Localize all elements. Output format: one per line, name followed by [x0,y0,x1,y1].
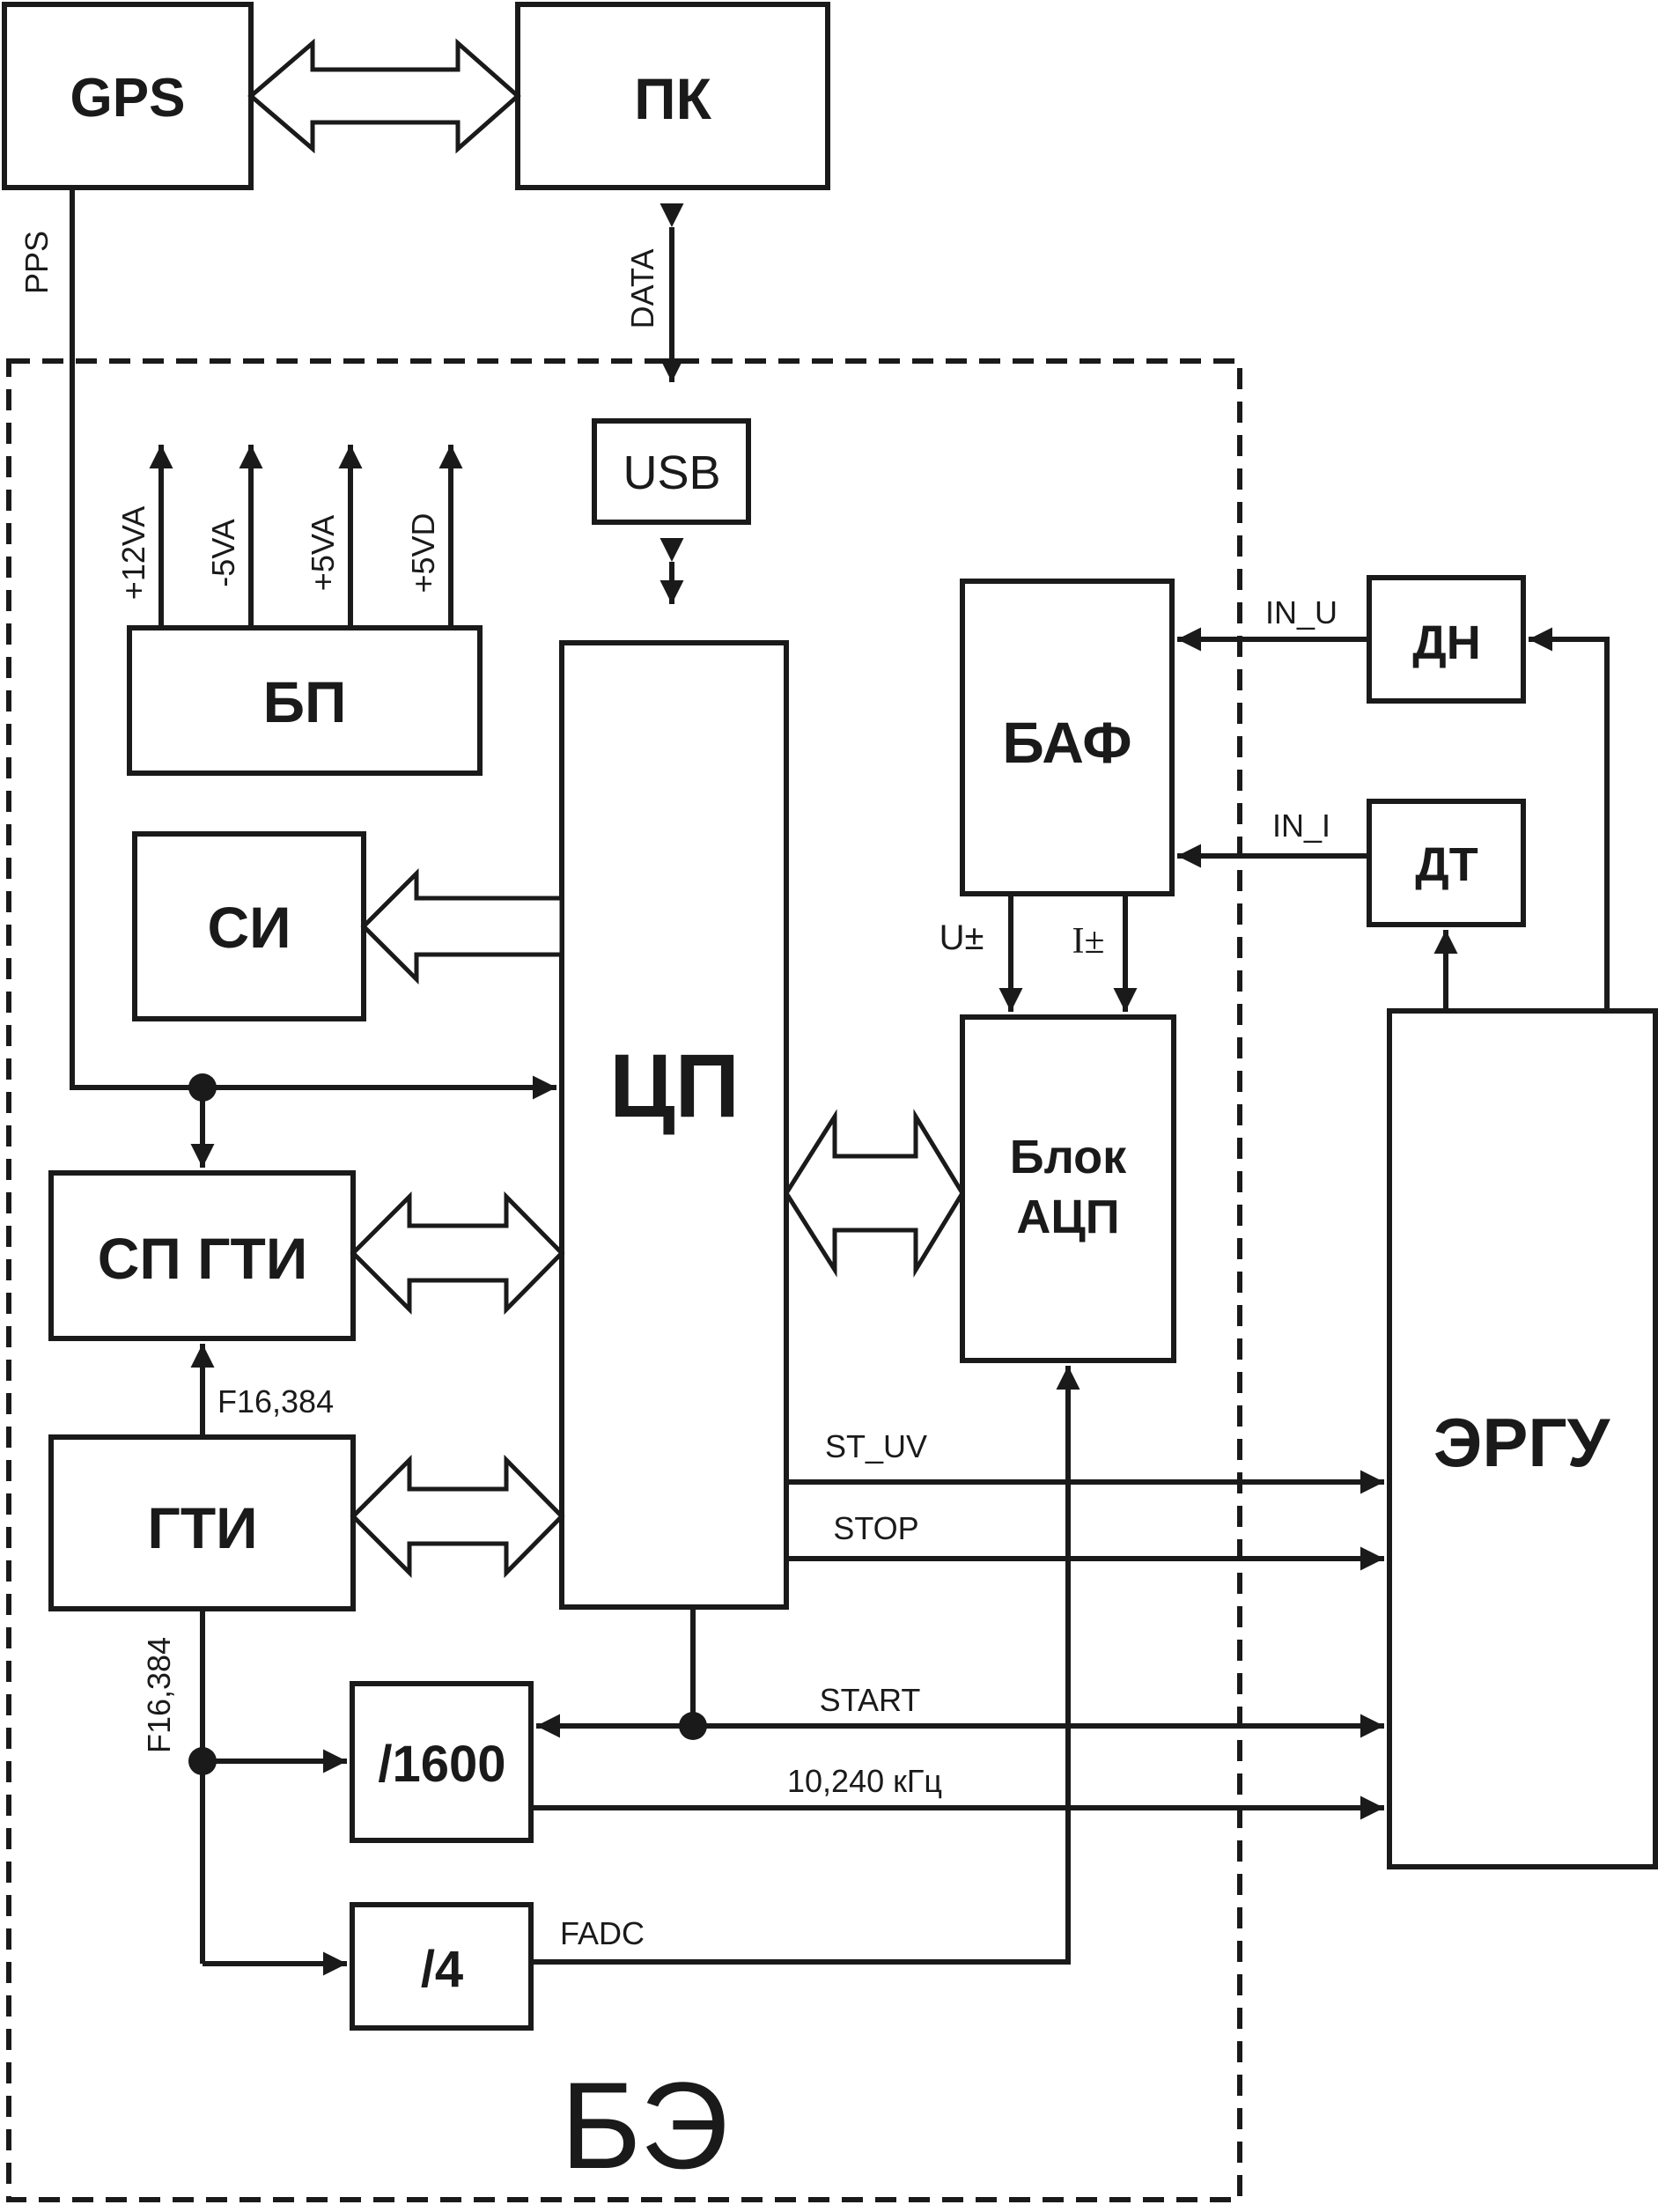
gti-block [48,1434,356,1611]
bus-arrow-gti-cp [350,1454,565,1579]
khz-signal-label: 10,240 кГц [787,1763,942,1799]
fadc-line [531,1366,1080,1965]
pps-line [70,188,556,1100]
ergu-label: ЭРГУ [1433,1404,1611,1481]
bus-arrow-cp-si [360,867,564,985]
si-block [132,831,366,1021]
data-signal-label: DATA [624,249,660,329]
start-junction-dot [679,1712,707,1740]
usb-label: USB [623,446,720,499]
cp-block [559,640,789,1610]
be-container-label: БЭ [561,2056,729,2194]
bp-label: БП [263,669,347,734]
v5a-signal-label: +5VA [305,515,341,591]
div4-block [350,1902,534,2031]
st-uv-signal-label: ST_UV [825,1428,927,1464]
sp-gti-label: СП ГТИ [98,1226,308,1291]
start-signal-label: START [820,1682,921,1718]
adc-block [960,1014,1176,1363]
dt-block [1367,799,1526,927]
div1600-block [350,1681,534,1843]
pk-block [515,2,830,190]
f16-top-signal-label: F16,384 [217,1383,334,1419]
v5d-signal-label: +5VD [405,512,441,593]
f16-junction-dot [188,1747,217,1775]
pps-signal-label: PPS [18,231,55,294]
vm5a-signal-label: -5VA [205,519,241,586]
si-label: СИ [207,895,291,960]
be-container-border [6,358,1242,2202]
bp-block [127,625,483,776]
dn-label: ДН [1412,616,1480,669]
gps-block [2,2,254,190]
pk-label: ПК [634,66,711,131]
bus-arrow-spgti-cp [350,1191,565,1316]
usb-block [592,418,751,525]
baf-block [960,579,1175,896]
ergu-dn-line [1529,627,1610,1011]
gti-label: ГТИ [147,1495,257,1560]
pps-junction-dot [188,1073,217,1102]
in-u-signal-label: IN_U [1265,594,1337,630]
gps-label: GPS [70,68,186,129]
cp-label: ЦП [609,1036,740,1136]
stop-signal-label: STOP [833,1510,918,1546]
in-i-signal-label: IN_I [1272,807,1330,844]
f16-left-signal-label: F16,384 [141,1637,177,1753]
i-pm-signal-label: I± [1072,921,1104,962]
ergu-block [1387,1008,1658,1869]
baf-label: БАФ [1002,710,1131,775]
u-pm-signal-label: U± [940,918,984,957]
div1600-label: /1600 [378,1736,505,1793]
dt-label: ДТ [1415,838,1477,891]
bus-arrow-gps-pk [247,38,521,154]
v12a-signal-label: +12VA [115,506,151,600]
fadc-signal-label: FADC [560,1915,645,1951]
sp-gti-block [48,1170,356,1341]
adc-label-line1: Блок [1010,1131,1127,1183]
div4-label: /4 [421,1941,463,1998]
adc-label-line2: АЦП [1016,1191,1119,1243]
bus-arrow-cp-adc [784,1109,965,1278]
